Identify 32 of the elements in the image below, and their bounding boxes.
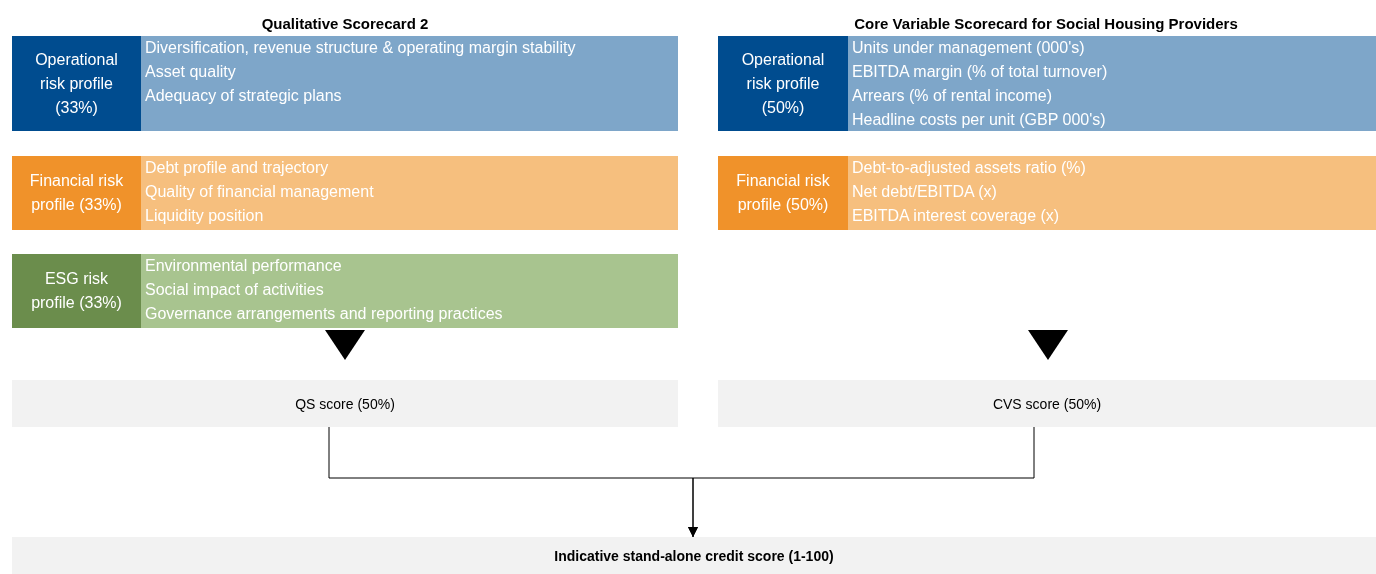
criterion-text: Governance arrangements and reporting practices	[145, 304, 503, 324]
criterion-text: Net debt/EBITDA (x)	[852, 182, 998, 202]
criteria-panel	[12, 36, 678, 131]
column-heading: Core Variable Scorecard for Social Housing Providers	[853, 15, 1239, 32]
criterion-text: Debt profile and trajectory	[145, 158, 330, 178]
score-box: CVS score (50%)	[718, 380, 1376, 427]
criteria-panel	[12, 156, 678, 230]
score-box: Indicative stand-alone credit score (1-100)	[12, 537, 1376, 574]
column-heading: Qualitative Scorecard 2	[260, 15, 430, 32]
category-label: Financial risk profile (50%)	[718, 156, 848, 230]
criterion-text: EBITDA margin (% of total turnover)	[852, 62, 1108, 82]
category-label: Financial risk profile (33%)	[12, 156, 141, 230]
connector-arrow	[688, 426, 1035, 538]
score-box: QS score (50%)	[12, 380, 678, 427]
criterion-text: Social impact of activities	[145, 280, 325, 300]
criterion-text: Asset quality	[145, 62, 237, 82]
criteria-panel	[12, 254, 678, 328]
criteria-panel	[718, 156, 1376, 230]
category-label: ESG risk profile (33%)	[12, 254, 141, 328]
category-label: Operational risk profile (33%)	[12, 36, 141, 131]
criterion-text: Headline costs per unit (GBP 000's)	[852, 110, 1107, 130]
category-label: Operational risk profile (50%)	[718, 36, 848, 131]
criterion-text: EBITDA interest coverage (x)	[852, 206, 1061, 226]
criterion-text: Environmental performance	[145, 256, 343, 276]
criterion-text: Debt-to-adjusted assets ratio (%)	[852, 158, 1086, 178]
criterion-text: Arrears (% of rental income)	[852, 86, 1054, 106]
criterion-text: Units under management (000's)	[852, 38, 1086, 58]
criterion-text: Quality of financial management	[145, 182, 374, 202]
criterion-text: Adequacy of strategic plans	[145, 86, 343, 106]
criterion-text: Liquidity position	[145, 206, 265, 226]
criteria-panel	[718, 36, 1376, 131]
criterion-text: Diversification, revenue structure & operating margin stability	[145, 38, 576, 58]
